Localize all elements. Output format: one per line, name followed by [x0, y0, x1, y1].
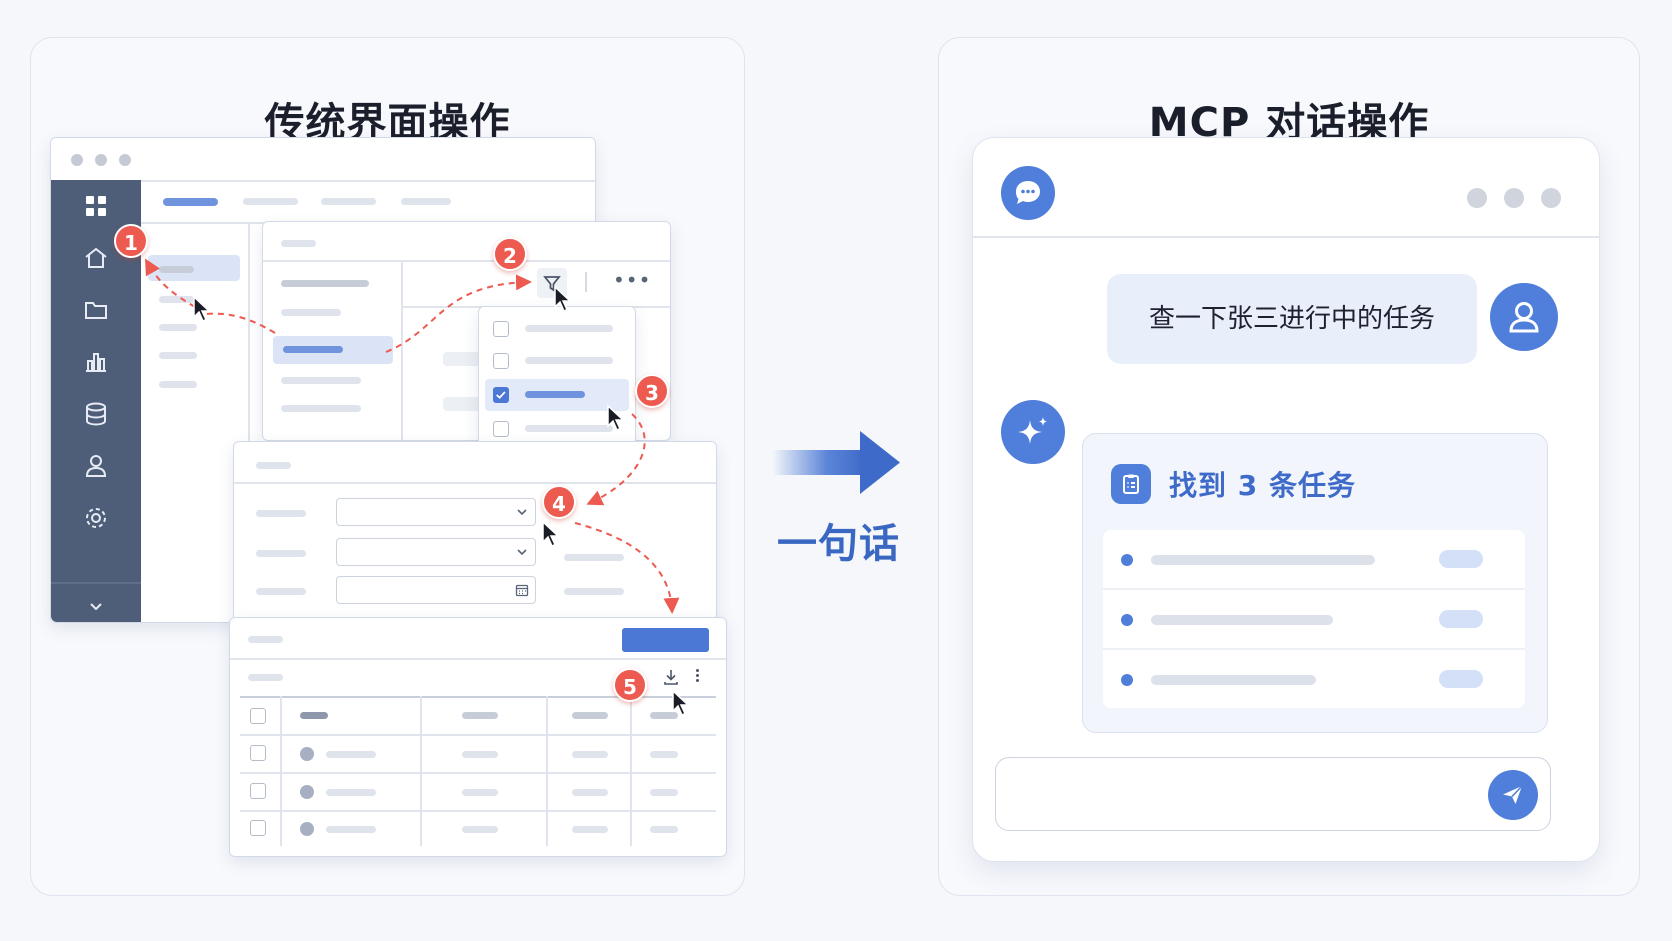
settings-icon[interactable]	[80, 502, 112, 534]
step-badge-1: 1	[114, 224, 148, 258]
nav-tab[interactable]	[243, 198, 298, 205]
cursor-icon	[607, 404, 625, 432]
chat-input[interactable]	[995, 757, 1551, 831]
filter-checkbox-checked[interactable]	[493, 387, 509, 403]
list-item[interactable]	[159, 352, 197, 359]
list-item[interactable]	[159, 296, 194, 303]
database-icon[interactable]	[80, 398, 112, 430]
list-item[interactable]	[159, 381, 197, 388]
window-dot	[71, 154, 83, 166]
nav-tab[interactable]	[321, 198, 376, 205]
user-icon[interactable]	[80, 450, 112, 482]
form-select[interactable]	[336, 498, 536, 526]
transition-label: 一句话	[777, 521, 900, 567]
window-dot	[1541, 188, 1561, 208]
window-dot	[1504, 188, 1524, 208]
download-icon[interactable]	[662, 668, 680, 686]
chevron-down-icon	[517, 549, 527, 556]
chevron-down-icon	[517, 509, 527, 516]
table-window	[229, 617, 727, 857]
user-avatar-icon	[1490, 283, 1558, 351]
filter-checkbox[interactable]	[493, 353, 509, 369]
window-dot	[95, 154, 107, 166]
filter-checkbox[interactable]	[493, 321, 509, 337]
send-icon[interactable]	[1488, 770, 1538, 820]
step-badge-2: 2	[493, 237, 527, 271]
transition-arrow-icon	[772, 431, 900, 494]
more-icon[interactable]: •••	[613, 268, 652, 292]
step-badge-3: 3	[635, 374, 669, 408]
folder-icon[interactable]	[80, 294, 112, 326]
clipboard-icon	[1111, 464, 1151, 504]
step-badge-5: 5	[613, 668, 647, 702]
primary-button[interactable]	[622, 628, 709, 652]
nav-tab-active[interactable]	[163, 198, 218, 206]
grid-icon[interactable]	[80, 190, 112, 222]
cursor-icon	[193, 295, 211, 323]
result-title: 找到 3 条任务	[1169, 469, 1356, 502]
window-dot	[1467, 188, 1487, 208]
bar-chart-icon[interactable]	[80, 346, 112, 378]
home-icon[interactable]	[80, 242, 112, 274]
cursor-icon	[542, 520, 560, 548]
chat-bubble-icon	[1001, 166, 1055, 220]
nav-tab[interactable]	[401, 198, 451, 205]
window-dot	[119, 154, 131, 166]
cursor-icon	[672, 689, 690, 717]
form-select[interactable]	[336, 538, 536, 566]
step-badge-4: 4	[542, 485, 576, 519]
chevron-down-icon[interactable]	[80, 590, 112, 622]
form-window	[233, 441, 717, 621]
more-vertical-icon[interactable]	[694, 667, 700, 687]
chat-window: 查一下张三进行中的任务 找到 3 条任务	[972, 137, 1600, 862]
cursor-icon	[554, 285, 572, 313]
date-input[interactable]	[336, 576, 536, 604]
calendar-icon	[515, 584, 529, 597]
assistant-result-card: 找到 3 条任务	[1082, 433, 1548, 733]
user-message: 查一下张三进行中的任务	[1107, 274, 1477, 364]
filter-checkbox[interactable]	[493, 421, 509, 437]
task-list	[1103, 530, 1525, 708]
sparkle-icon	[1001, 400, 1065, 464]
table-header-checkbox[interactable]	[250, 708, 266, 724]
list-item[interactable]	[159, 324, 197, 331]
